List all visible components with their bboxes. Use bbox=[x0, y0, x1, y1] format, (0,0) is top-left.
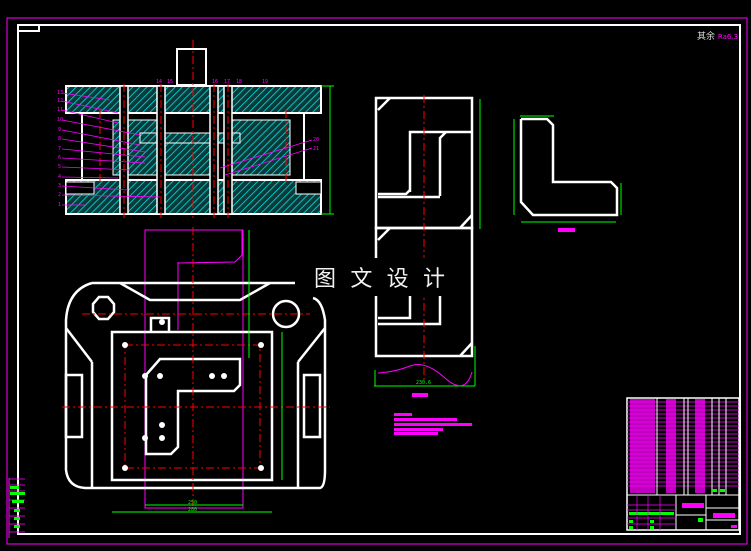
plan-dim-text: 250 280 bbox=[188, 500, 197, 513]
svg-text:4: 4 bbox=[58, 174, 61, 180]
inner-border bbox=[17, 24, 741, 535]
part-label-text: 13 12 11 10 9 8 7 6 5 4 3 2 1 14 15 16 17 18 19 20 21 bbox=[57, 79, 319, 208]
svg-text:16: 16 bbox=[212, 79, 218, 85]
svg-text:2: 2 bbox=[58, 192, 61, 198]
svg-text:6: 6 bbox=[58, 155, 61, 161]
watermark-char: 图 bbox=[314, 267, 339, 292]
roughness-value: Ra6.3 bbox=[717, 33, 739, 41]
svg-text:10: 10 bbox=[57, 117, 63, 123]
svg-text:18: 18 bbox=[236, 79, 242, 85]
svg-text:3: 3 bbox=[58, 183, 61, 189]
svg-text:14: 14 bbox=[156, 79, 162, 85]
revision-strip bbox=[8, 478, 25, 538]
svg-text:280: 280 bbox=[188, 507, 197, 513]
strip-layout-view bbox=[374, 95, 474, 383]
svg-text:12: 12 bbox=[57, 98, 63, 104]
section-view bbox=[65, 40, 334, 218]
watermark-char: 计 bbox=[422, 267, 447, 292]
strip-view-title bbox=[412, 393, 428, 397]
plan-holes bbox=[122, 319, 264, 471]
svg-text:8: 8 bbox=[58, 136, 61, 142]
svg-text:7: 7 bbox=[58, 146, 61, 152]
svg-text:13: 13 bbox=[57, 90, 63, 96]
strip-break-line bbox=[377, 364, 473, 387]
roughness-label: 其余 bbox=[697, 32, 716, 42]
part-leaders bbox=[61, 92, 313, 206]
strip-dimension-label: 230.6 bbox=[416, 380, 431, 386]
title-block bbox=[626, 397, 740, 531]
part-detail-view bbox=[513, 115, 622, 223]
svg-text:19: 19 bbox=[262, 79, 268, 85]
surface-roughness-note: 其余 Ra6.3 bbox=[697, 29, 738, 42]
svg-text:21: 21 bbox=[313, 146, 319, 152]
svg-text:17: 17 bbox=[224, 79, 230, 85]
watermark-char: 文 bbox=[350, 267, 375, 292]
svg-text:5: 5 bbox=[58, 164, 61, 170]
outer-frame bbox=[6, 17, 748, 545]
svg-text:20: 20 bbox=[313, 137, 319, 143]
svg-text:1: 1 bbox=[58, 202, 61, 208]
strip-dimensions bbox=[374, 99, 481, 387]
svg-text:250: 250 bbox=[188, 500, 197, 506]
part-detail-title bbox=[558, 228, 575, 232]
svg-text:9: 9 bbox=[58, 127, 61, 133]
svg-text:15: 15 bbox=[167, 79, 173, 85]
watermark: 图 文 设 计 bbox=[308, 258, 453, 296]
plan-view bbox=[62, 227, 330, 513]
technical-requirements bbox=[394, 413, 472, 435]
svg-text:11: 11 bbox=[57, 107, 63, 113]
watermark-char: 设 bbox=[386, 267, 411, 292]
